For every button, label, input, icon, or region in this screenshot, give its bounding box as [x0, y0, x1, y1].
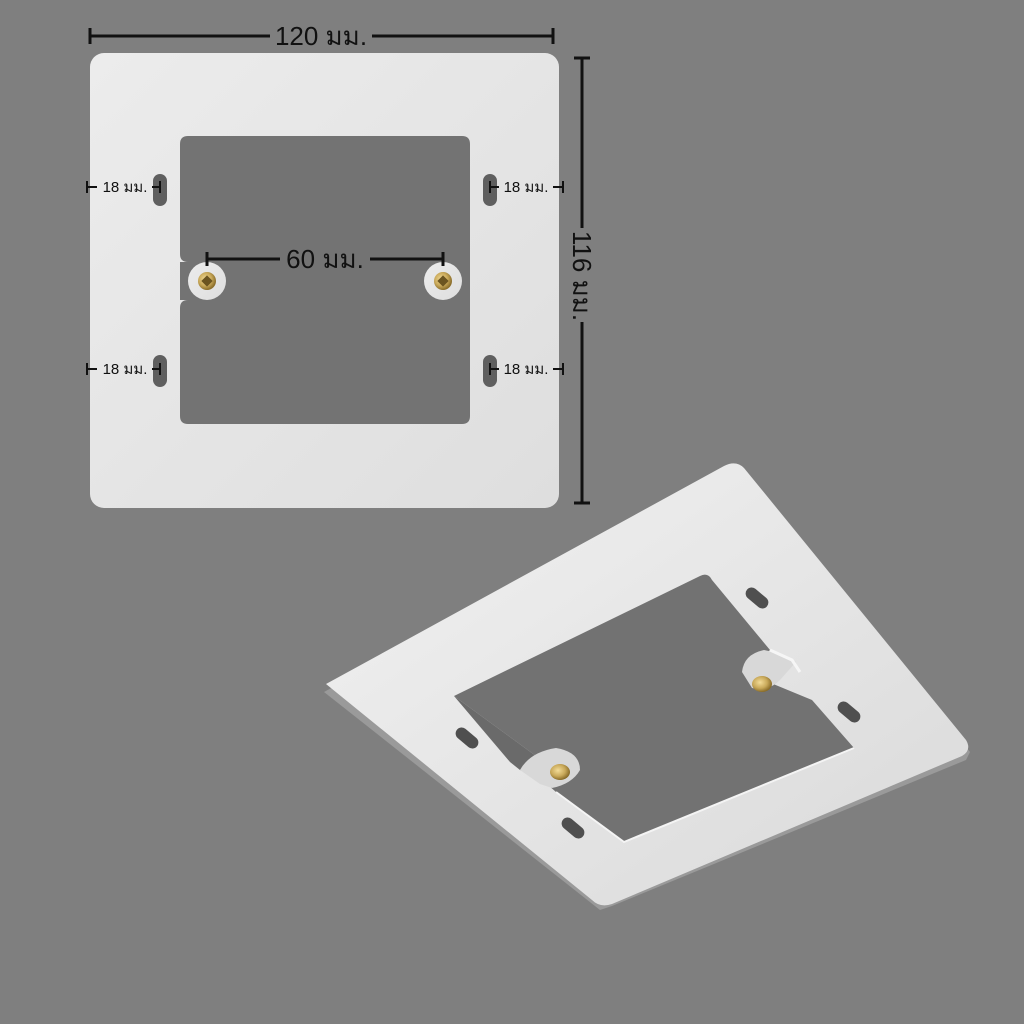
perspective-slot-4 [561, 817, 585, 839]
slot-label-bottom-right: 18 มม. [504, 361, 549, 378]
height-label: 116 มม. [567, 231, 597, 321]
dimension-lines [88, 28, 590, 505]
perspective-view-plate [324, 463, 970, 910]
slot-dimension-lines [86, 181, 564, 375]
slot-label-top-right: 18 มม. [504, 179, 549, 196]
plate-cutout [180, 136, 470, 424]
perspective-slot-1 [745, 587, 769, 609]
screw-left [198, 272, 216, 290]
perspective-slot-3 [455, 727, 479, 749]
middle-gap [226, 262, 424, 300]
front-view-plate [90, 53, 559, 508]
hole-spacing-label: 60 มม. [286, 244, 364, 274]
perspective-slot-2 [837, 701, 861, 723]
slot-label-bottom-left: 18 มม. [103, 361, 148, 378]
perspective-screw-right [752, 676, 772, 692]
perspective-screw-left [550, 764, 570, 780]
screw-right [434, 272, 452, 290]
width-label: 120 มม. [275, 21, 367, 51]
slot-label-top-left: 18 มม. [103, 179, 148, 196]
